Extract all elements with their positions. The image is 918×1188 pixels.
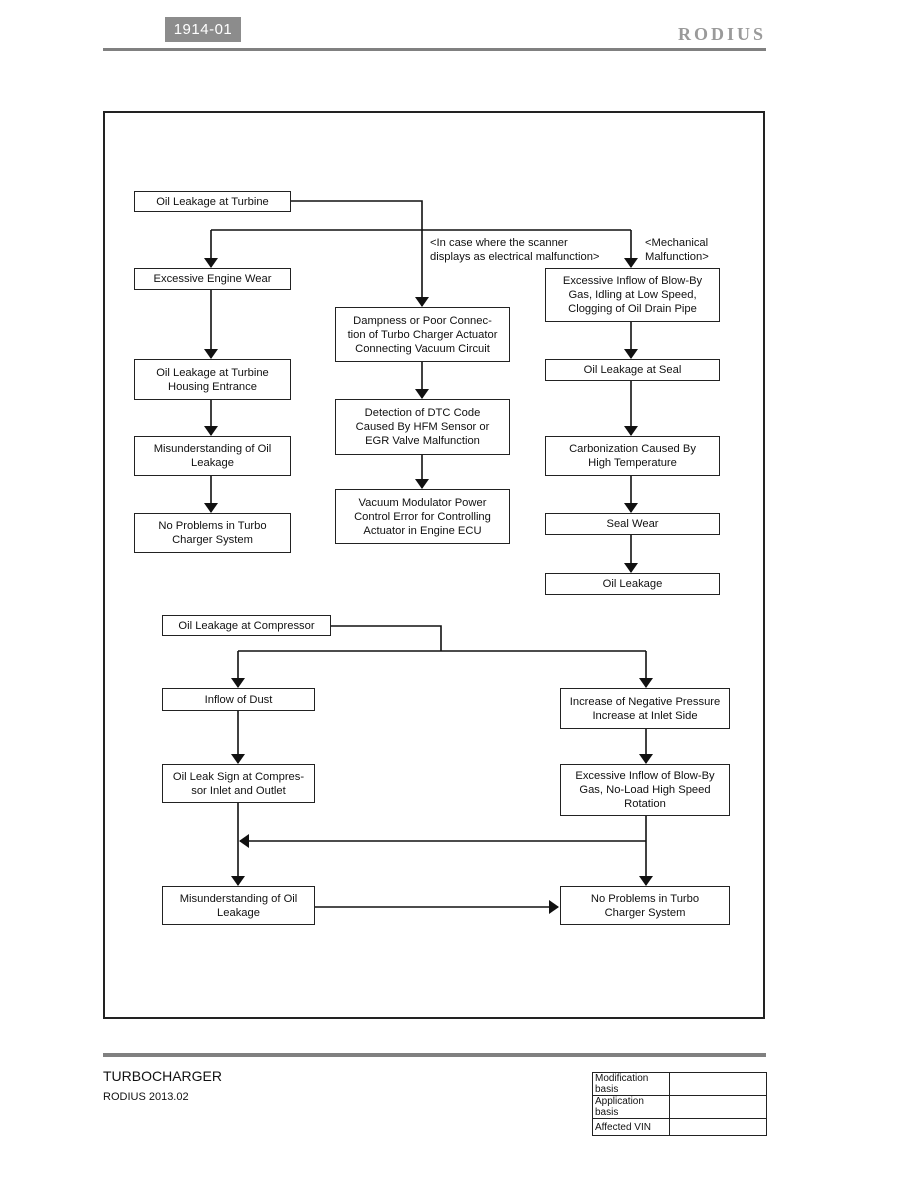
node-excessive-inflow-noload: Excessive Inflow of Blow-By Gas, No-Load…	[560, 764, 730, 816]
footer-rule	[103, 1053, 766, 1057]
node-carbonization: Carbonization Caused By High Temperature	[545, 436, 720, 476]
basis-value	[669, 1095, 767, 1119]
basis-label: Application basis	[592, 1095, 670, 1119]
note-electrical-malfunction: <In case where the scanner displays as e…	[430, 237, 600, 263]
node-negative-pressure-increase: Increase of Negative Pressure Increase a…	[560, 688, 730, 729]
brand-logo: RODIUS	[677, 24, 766, 44]
header-rule	[103, 48, 766, 51]
node-dampness-vacuum-circuit: Dampness or Poor Connec- tion of Turbo C…	[335, 307, 510, 362]
node-no-problems-turbo-compressor: No Problems in Turbo Charger System	[560, 886, 730, 925]
node-oil-leakage-turbine-housing: Oil Leakage at Turbine Housing Entrance	[134, 359, 291, 400]
footer-subtitle: RODIUS 2013.02	[103, 1091, 189, 1103]
basis-row: Application basis	[592, 1095, 767, 1119]
node-seal-wear: Seal Wear	[545, 513, 720, 535]
node-oil-leak-sign-compressor: Oil Leak Sign at Compres- sor Inlet and …	[162, 764, 315, 803]
node-excessive-engine-wear: Excessive Engine Wear	[134, 268, 291, 290]
node-no-problems-turbo: No Problems in Turbo Charger System	[134, 513, 291, 553]
basis-label: Affected VIN	[592, 1118, 670, 1136]
node-oil-leakage-seal: Oil Leakage at Seal	[545, 359, 720, 381]
basis-row: Modification basis	[592, 1072, 767, 1096]
node-misunderstanding-oil-leakage: Misunderstanding of Oil Leakage	[134, 436, 291, 476]
basis-row: Affected VIN	[592, 1118, 767, 1136]
basis-value	[669, 1118, 767, 1136]
node-inflow-of-dust: Inflow of Dust	[162, 688, 315, 711]
note-mechanical-malfunction: <Mechanical Malfunction>	[645, 237, 709, 263]
node-compressor-oil-leakage: Oil Leakage at Compressor	[162, 615, 331, 636]
node-vacuum-modulator-error: Vacuum Modulator Power Control Error for…	[335, 489, 510, 544]
node-misunderstanding-oil-leakage-compressor: Misunderstanding of Oil Leakage	[162, 886, 315, 925]
footer-title: TURBOCHARGER	[103, 1068, 223, 1084]
node-excessive-inflow-blowby: Excessive Inflow of Blow-By Gas, Idling …	[545, 268, 720, 322]
page-code-badge: 1914-01	[165, 17, 241, 42]
basis-label: Modification basis	[592, 1072, 670, 1096]
node-dtc-detection: Detection of DTC Code Caused By HFM Sens…	[335, 399, 510, 455]
flowchart-frame	[103, 111, 765, 1019]
node-turbine-oil-leakage: Oil Leakage at Turbine	[134, 191, 291, 212]
basis-value	[669, 1072, 767, 1096]
node-oil-leakage: Oil Leakage	[545, 573, 720, 595]
basis-table: Modification basis Application basis Aff…	[592, 1072, 767, 1136]
